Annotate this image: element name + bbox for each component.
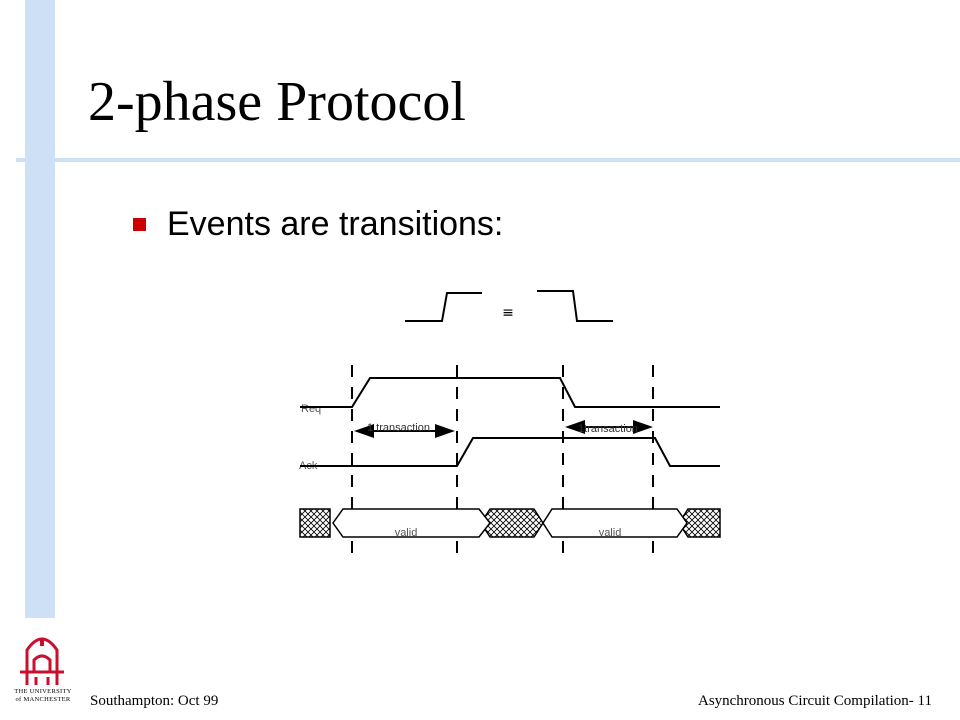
bullet-text: Events are transitions: — [167, 205, 504, 243]
bullet-item: Events are transitions: — [133, 205, 503, 244]
logo-line-1: THE UNIVERSITY — [14, 688, 72, 695]
footer-right: Asynchronous Circuit Compilation- 11 — [697, 693, 932, 709]
rising-edge-symbol — [405, 292, 482, 322]
arrowhead-right-start — [565, 420, 585, 434]
university-logo — [20, 637, 64, 685]
valid-data-2 — [542, 508, 688, 538]
valid-label-right: valid — [599, 527, 622, 539]
arrowhead-left-end — [435, 424, 455, 438]
title-divider — [16, 158, 960, 162]
equivalence-symbol: ≡ — [502, 305, 514, 321]
logo-line-2: of MANCHESTER — [15, 696, 71, 703]
transaction-label-left: 1 transaction — [367, 422, 430, 434]
bullet-square-icon — [133, 218, 146, 231]
arrowhead-left-start — [354, 424, 374, 438]
ack-waveform — [300, 437, 720, 467]
valid-label-left: valid — [395, 527, 418, 539]
timing-diagram: ≡ Req 1 transaction 1transaction Ack val… — [299, 290, 721, 560]
req-label: Req — [301, 403, 321, 415]
transaction-label-right: 1transaction — [578, 423, 638, 435]
req-waveform — [300, 377, 720, 408]
slide-title: 2-phase Protocol — [88, 71, 466, 133]
invalid-data-1 — [299, 508, 331, 538]
footer-left: Southampton: Oct 99 — [90, 693, 219, 709]
university-logo-text: THE UNIVERSITY of MANCHESTER — [10, 688, 76, 704]
arrowhead-right-end — [633, 420, 653, 434]
valid-data-1 — [332, 508, 491, 538]
falling-edge-symbol — [537, 290, 613, 322]
left-accent-bar — [25, 0, 55, 618]
